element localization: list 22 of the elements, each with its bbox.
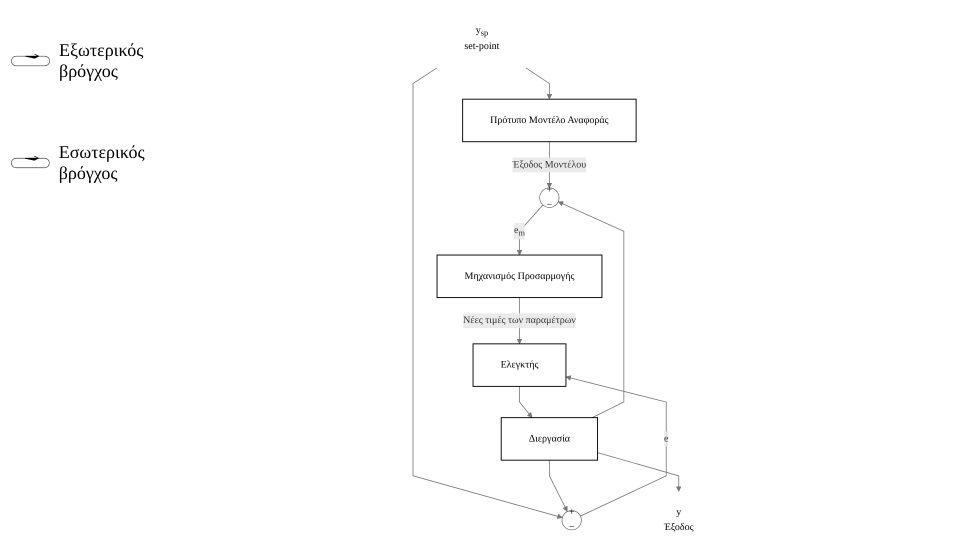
arrow [526, 68, 552, 100]
arrow [597, 452, 682, 492]
edge-label: e [664, 433, 668, 444]
node-box: Διεργασία [500, 417, 598, 461]
node-text: y$_{sp}$ [476, 24, 488, 38]
loop-label: Εσωτερικός βρόγχος [58, 142, 146, 184]
edge-label: Νέες τιμές των παραμέτρων [463, 315, 576, 326]
node-circle: + − [539, 188, 560, 208]
arrow [548, 460, 568, 512]
arrow [412, 68, 562, 519]
node-box: Μηχανισμός Προσαρμογής [436, 254, 602, 298]
edge-label: e$_{m}$ [514, 224, 525, 238]
edge-label: Έξοδος Μοντέλου [512, 159, 586, 170]
loop-label: Εξωτερικός βρόγχος [59, 40, 144, 82]
node-box: Πρότυπο Μοντέλο Αναφοράς [462, 98, 637, 142]
arrow [566, 375, 667, 516]
node-label: set-point [464, 41, 500, 52]
node-box: Ελεγκτής [472, 343, 566, 387]
node-text: y Έξοδος [664, 507, 694, 533]
arrow [516, 204, 544, 256]
arrow [558, 201, 624, 418]
arrow [519, 386, 532, 418]
